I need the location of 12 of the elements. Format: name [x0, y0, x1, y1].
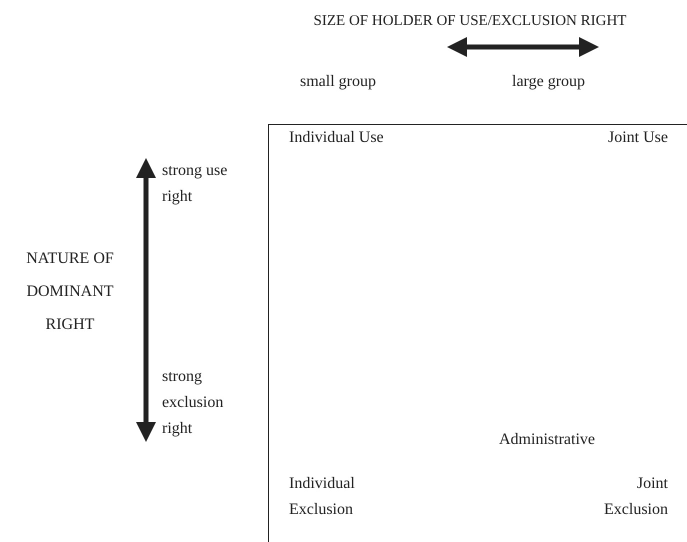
quadrant-label: Administrative [499, 430, 595, 450]
axis-end-label: small group [300, 72, 376, 92]
quadrant-label: Joint Exclusion [603, 474, 668, 520]
quadrant-label: Joint Use [607, 128, 668, 148]
axis-end-label: large group [512, 72, 586, 92]
quadrant-label: Individual Use [289, 128, 384, 148]
chart-title: SIZE OF HOLDER OF USE/EXCLUSION RIGHT [312, 12, 628, 31]
axis-end-label: strong use right [162, 161, 228, 207]
quadrant-label: Individual Exclusion [289, 474, 356, 520]
axis-title: NATURE OF DOMINANT RIGHT [25, 249, 115, 335]
quadrant-frame [268, 124, 687, 542]
axis-end-label: strong exclusion right [162, 367, 224, 439]
